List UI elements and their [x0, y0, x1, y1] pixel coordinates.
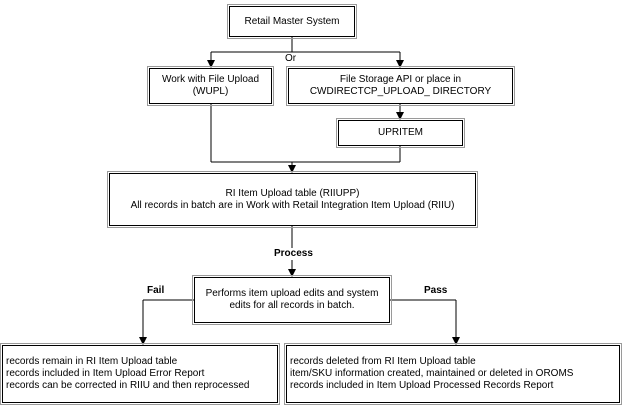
riiupp-line-1: RI Item Upload table (RIIUPP): [225, 187, 360, 199]
fail-label: Fail: [146, 285, 166, 297]
fail-result-line-2: records included in Item Upload Error Re…: [6, 368, 205, 379]
wupl-line-1: Work with File Upload: [161, 74, 260, 85]
process-label: Process: [273, 248, 314, 260]
fail-result-line-3: records can be corrected in RIIU and the…: [6, 380, 250, 391]
edits-line-1: Performs item upload edits and system: [205, 288, 379, 299]
work-with-file-upload-box: Work with File Upload (WUPL): [147, 66, 274, 106]
ri-item-upload-table-box: RI Item Upload table (RIIUPP) All record…: [107, 171, 478, 228]
wupl-line-2: (WUPL): [192, 86, 229, 97]
pass-result-line-2: item/SKU information created, maintained…: [290, 368, 574, 379]
upritem-label: UPRITEM: [378, 127, 423, 138]
fail-result-line-1: records remain in RI Item Upload table: [6, 356, 178, 367]
upritem-box: UPRITEM: [336, 118, 465, 148]
retail-master-system-box: Retail Master System: [227, 4, 357, 39]
file-storage-line-1: File Storage API or place in: [339, 74, 462, 85]
pass-result-line-3: records included in Item Upload Processe…: [290, 380, 554, 391]
pass-result-line-1: records deleted from RI Item Upload tabl…: [290, 356, 476, 367]
file-storage-api-box: File Storage API or place in CWDIRECTCP_…: [286, 66, 515, 106]
or-label: Or: [284, 53, 298, 65]
item-upload-edits-box: Performs item upload edits and system ed…: [192, 275, 392, 325]
edits-line-2: edits for all records in batch.: [229, 300, 355, 311]
fail-result-box: records remain in RI Item Upload table r…: [0, 343, 280, 405]
file-storage-line-2: CWDIRECTCP_UPLOAD_ DIRECTORY: [309, 86, 492, 97]
riiupp-line-2: All records in batch are in Work with Re…: [130, 199, 455, 211]
retail-master-system-label: Retail Master System: [244, 15, 340, 27]
pass-label: Pass: [423, 285, 449, 297]
pass-result-box: records deleted from RI Item Upload tabl…: [284, 343, 622, 405]
